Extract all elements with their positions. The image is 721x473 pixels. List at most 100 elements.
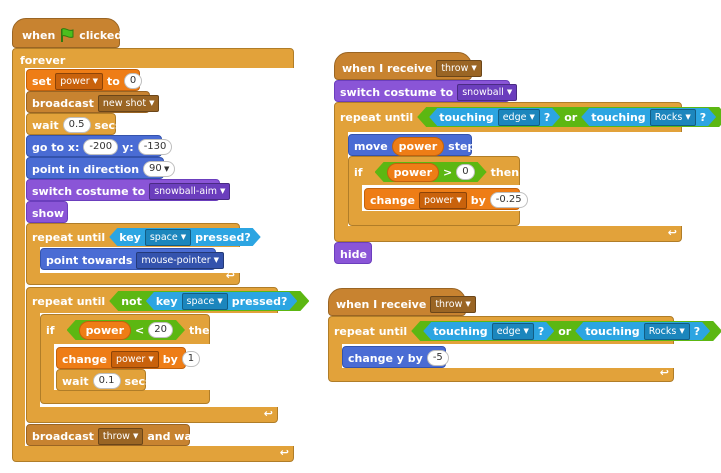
target-dropdown[interactable]: mouse-pointer▼ — [136, 251, 225, 269]
question-label: ? — [699, 110, 707, 124]
key-dropdown[interactable]: space▼ — [182, 293, 228, 310]
change-value-input[interactable]: -0.25 — [489, 192, 528, 208]
touching-dropdown[interactable]: Rocks▼ — [650, 109, 696, 126]
or-label: or — [564, 110, 578, 124]
or-condition[interactable]: touching edge▼ ? or touching Rocks▼ ? — [417, 107, 721, 127]
touching-dropdown[interactable]: edge▼ — [492, 323, 534, 340]
message-name: throw — [435, 298, 463, 310]
change-y-block[interactable]: change y by -5 — [342, 346, 449, 368]
variable-dropdown[interactable]: power▼ — [110, 350, 159, 368]
direction-input[interactable]: 90 ▼ — [143, 161, 176, 177]
touching-dropdown[interactable]: edge▼ — [498, 109, 540, 126]
message-dropdown[interactable]: throw▼ — [436, 59, 482, 77]
touching-label: touching — [585, 324, 640, 338]
loop-arrow-icon: ↩ — [263, 407, 273, 420]
wait-block[interactable]: wait 0.1 secs — [56, 369, 152, 391]
message-name: throw — [102, 430, 130, 442]
wait-block[interactable]: wait 0.5 secs — [26, 113, 122, 135]
touching-target: edge — [496, 325, 521, 337]
or-label: or — [558, 324, 572, 338]
forever-label: forever — [20, 53, 66, 67]
touching-condition[interactable]: touching edge▼ ? — [423, 322, 554, 340]
change-y-input[interactable]: -5 — [426, 350, 449, 366]
touching-condition[interactable]: touching Rocks▼ ? — [575, 322, 710, 340]
compare-value-input[interactable]: 0 — [456, 164, 474, 180]
touching-condition[interactable]: touching edge▼ ? — [429, 108, 560, 126]
change-variable-block[interactable]: change power▼ by 1 — [56, 347, 201, 369]
goto-xy-block[interactable]: go to x: -200 y: -130 — [26, 135, 173, 157]
repeat-until-label: repeat until — [340, 110, 414, 124]
touching-condition[interactable]: touching Rocks▼ ? — [581, 108, 716, 126]
power-reporter[interactable]: power — [79, 321, 131, 340]
switch-costume-label: switch costume to — [32, 184, 146, 198]
loop-arrow-icon: ↩ — [225, 269, 235, 282]
set-variable-block[interactable]: set power▼ to 0 — [26, 69, 143, 91]
target-name: mouse-pointer — [141, 254, 211, 266]
power-reporter[interactable]: power — [387, 163, 439, 182]
less-than-condition[interactable]: power < 20 — [67, 320, 185, 340]
broadcast-and-wait-block[interactable]: broadcast throw▼ and wait — [26, 424, 201, 446]
wait-value-input[interactable]: 0.5 — [62, 117, 91, 133]
y-input[interactable]: -130 — [137, 139, 173, 155]
dropdown-arrow-icon: ▼ — [132, 431, 139, 440]
touching-label: touching — [591, 110, 646, 124]
steps-label: steps — [448, 139, 482, 153]
hide-block[interactable]: hide — [334, 242, 372, 264]
variable-name: power — [115, 353, 146, 365]
touching-label: touching — [439, 110, 494, 124]
variable-dropdown[interactable]: power▼ — [418, 191, 467, 209]
x-input[interactable]: -200 — [83, 139, 119, 155]
move-steps-block[interactable]: move power steps — [348, 134, 482, 156]
dropdown-arrow-icon: ▼ — [220, 186, 226, 195]
question-label: ? — [537, 324, 545, 338]
message-dropdown[interactable]: throw▼ — [430, 295, 476, 313]
change-value-input[interactable]: 1 — [181, 351, 201, 367]
change-label: change — [62, 352, 107, 366]
wait-label: wait — [32, 118, 59, 132]
when-i-receive-hat[interactable]: when I receive throw▼ — [334, 52, 482, 80]
switch-costume-block[interactable]: switch costume to snowball-aim▼ — [26, 179, 231, 201]
dropdown-arrow-icon: ▼ — [180, 232, 187, 241]
touching-dropdown[interactable]: Rocks▼ — [644, 323, 690, 340]
point-towards-block[interactable]: point towards mouse-pointer▼ — [40, 248, 225, 270]
show-block[interactable]: show — [26, 201, 68, 223]
set-value-input[interactable]: 0 — [123, 73, 143, 89]
key-dropdown[interactable]: space▼ — [145, 229, 191, 246]
dropdown-arrow-icon: ▼ — [523, 326, 529, 335]
costume-dropdown[interactable]: snowball-aim▼ — [149, 182, 231, 200]
point-direction-block[interactable]: point in direction 90 ▼ — [26, 157, 176, 179]
loop-arrow-icon: ↩ — [279, 446, 289, 459]
wait-value-input[interactable]: 0.1 — [92, 373, 121, 389]
costume-dropdown[interactable]: snowball▼ — [457, 83, 518, 101]
greater-than-label: > — [443, 165, 453, 179]
variable-dropdown[interactable]: power▼ — [55, 72, 104, 90]
point-direction-label: point in direction — [32, 162, 140, 176]
costume-name: snowball-aim — [154, 185, 218, 197]
compare-value-input[interactable]: 20 — [148, 322, 173, 338]
repeat-until-label: repeat until — [32, 230, 106, 244]
hide-label: hide — [340, 247, 367, 261]
goto-label: go to x: — [32, 140, 80, 154]
greater-than-condition[interactable]: power > 0 — [375, 162, 487, 182]
when-receive-label: when I receive — [342, 61, 433, 75]
key-pressed-condition[interactable]: key space▼ pressed? — [146, 292, 298, 310]
then-label: then — [490, 165, 520, 179]
loop-arrow-icon: ↩ — [659, 366, 669, 379]
or-condition[interactable]: touching edge▼ ? or touching Rocks▼ ? — [411, 321, 721, 341]
dropdown-arrow-icon: ▼ — [465, 299, 471, 308]
change-variable-block[interactable]: change power▼ by -0.25 — [364, 188, 528, 210]
when-flag-clicked-hat[interactable]: when clicked — [12, 18, 122, 48]
message-dropdown[interactable]: throw▼ — [97, 427, 144, 445]
switch-costume-block[interactable]: switch costume to snowball▼ — [334, 80, 518, 102]
variable-name: power — [60, 75, 90, 87]
broadcast-block[interactable]: broadcast new shot▼ — [26, 91, 160, 113]
direction-value: 90 — [149, 163, 162, 174]
broadcast-label: broadcast — [32, 429, 94, 443]
dropdown-arrow-icon: ▼ — [506, 87, 513, 96]
when-i-receive-hat[interactable]: when I receive throw▼ — [328, 288, 476, 316]
power-reporter[interactable]: power — [391, 136, 445, 156]
y-label: y: — [122, 140, 134, 154]
message-dropdown[interactable]: new shot▼ — [97, 94, 160, 112]
key-pressed-condition[interactable]: key space▼ pressed? — [109, 228, 261, 246]
not-condition[interactable]: not key space▼ pressed? — [109, 291, 309, 311]
